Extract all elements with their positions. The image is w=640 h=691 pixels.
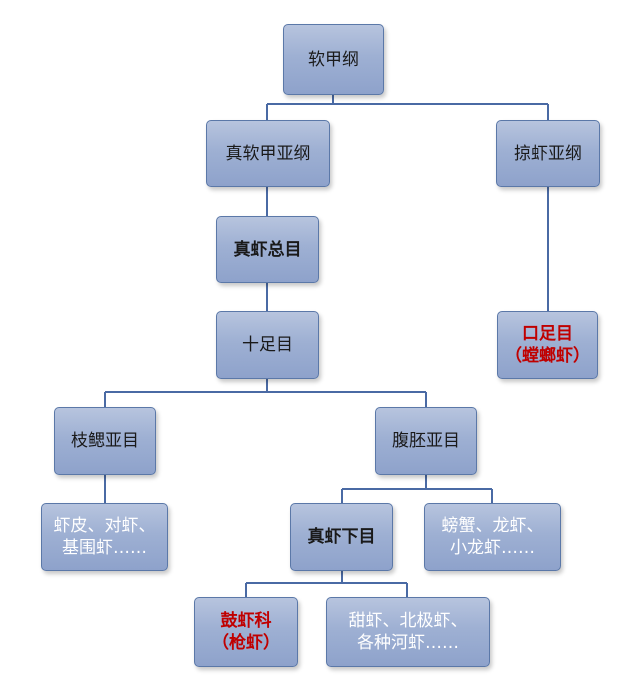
node-label-line2: 各种河虾…… xyxy=(357,633,459,653)
node-zhenxiazongmu: 真虾总目 xyxy=(216,216,319,283)
node-label-line1: 虾皮、对虾、 xyxy=(53,516,156,536)
node-label-line1: 口足目 xyxy=(522,324,573,344)
node-zhisai-examples: 虾皮、对虾、 基围虾…… xyxy=(41,503,168,571)
node-label-line2: （螳螂虾） xyxy=(505,346,590,366)
node-shizumu: 十足目 xyxy=(216,311,319,379)
node-label: 掠虾亚纲 xyxy=(514,143,582,164)
node-fupiyamu: 腹胚亚目 xyxy=(375,407,477,475)
node-label-line1: 甜虾、北极虾、 xyxy=(348,611,468,631)
node-label: 真虾总目 xyxy=(233,239,302,260)
node-label-line2: 基围虾…… xyxy=(62,538,147,558)
node-label: 软甲纲 xyxy=(308,49,359,70)
node-zhenxiaxiamu: 真虾下目 xyxy=(290,503,393,571)
node-lvexia: 掠虾亚纲 xyxy=(496,120,600,187)
node-label: 枝鳃亚目 xyxy=(71,431,139,451)
node-label: 十足目 xyxy=(242,335,293,355)
node-fupi-examples: 螃蟹、龙虾、 小龙虾…… xyxy=(424,503,561,571)
node-label: 真虾下目 xyxy=(307,527,376,547)
node-label-line2: （枪虾） xyxy=(212,633,280,653)
node-label-line2: 小龙虾…… xyxy=(450,538,535,558)
node-zhenxia-examples: 甜虾、北极虾、 各种河虾…… xyxy=(326,597,490,667)
node-label: 真软甲亚纲 xyxy=(225,143,311,164)
node-zhenruanjia: 真软甲亚纲 xyxy=(206,120,330,187)
node-zhisaiyamu: 枝鳃亚目 xyxy=(54,407,156,475)
node-guxiake: 鼓虾科 （枪虾） xyxy=(194,597,298,667)
node-kouzumu: 口足目 （螳螂虾） xyxy=(497,311,598,379)
node-label: 腹胚亚目 xyxy=(392,431,460,451)
node-label-line1: 螃蟹、龙虾、 xyxy=(441,516,544,536)
node-label-line1: 鼓虾科 xyxy=(220,611,272,631)
node-ruanjiagang: 软甲纲 xyxy=(283,24,384,95)
